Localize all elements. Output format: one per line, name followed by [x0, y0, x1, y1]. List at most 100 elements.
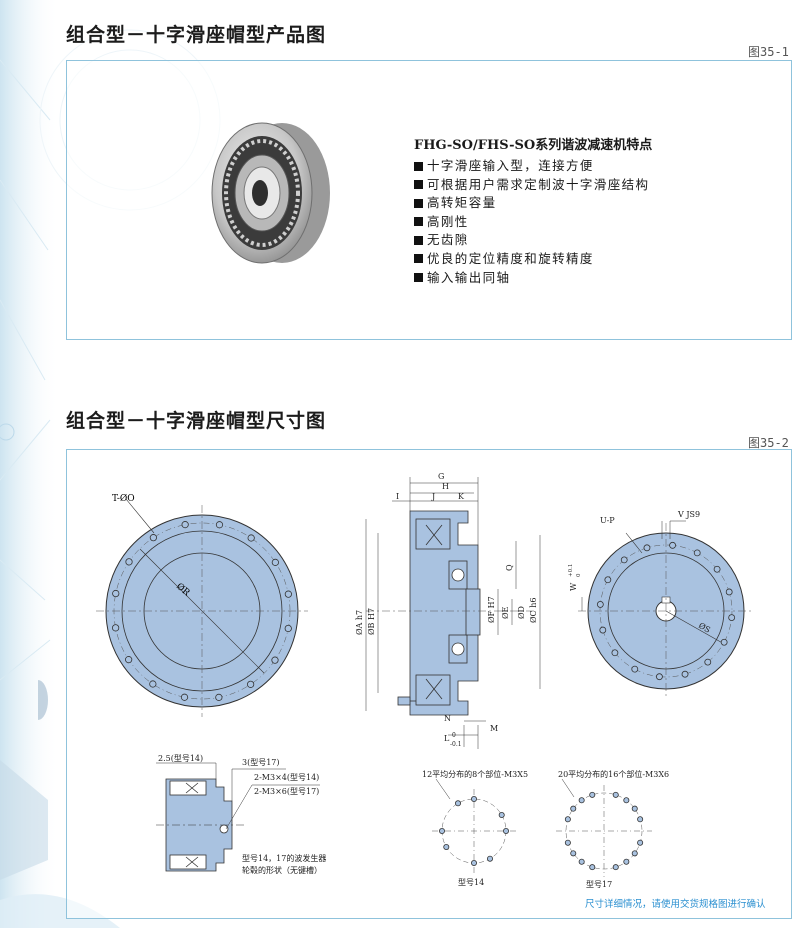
bolt-hole	[631, 805, 638, 812]
features-block: FHG-SO/FHS-SO系列谐波减速机特点 十字滑座输入型，连接方便 可根据用…	[414, 134, 744, 287]
features-list: 十字滑座输入型，连接方便 可根据用户需求定制波十字滑座结构 高转矩容量 高刚性 …	[414, 157, 744, 287]
features-title: FHG-SO/FHS-SO系列谐波减速机特点	[414, 138, 653, 153]
bolt-hole	[180, 693, 189, 701]
pattern-14-caption: 型号14	[458, 878, 484, 887]
bolt-hole	[112, 589, 120, 598]
bolt-hole	[693, 549, 701, 557]
bolt-hole	[720, 638, 728, 646]
feature-item: 十字滑座输入型，连接方便	[414, 157, 744, 176]
bolt-hole	[713, 565, 721, 573]
label-v: V JS9	[677, 510, 700, 519]
label-w-tol-top: +0.1	[568, 564, 574, 577]
bolt-hole	[486, 855, 493, 862]
feature-item: 可根据用户需求定制波十字滑座结构	[414, 176, 744, 195]
dimension-section-title: 组合型－十字滑座帽型尺寸图	[66, 410, 327, 432]
label-d: ØD	[517, 606, 526, 619]
bolt-hole	[564, 839, 571, 846]
label-g: G	[438, 472, 444, 481]
bolt-hole	[578, 858, 585, 865]
bolt-hole	[112, 624, 120, 632]
feature-item: 高转矩容量	[414, 194, 744, 213]
bolt-hole	[271, 558, 279, 566]
bolt-hole	[284, 624, 292, 633]
bolt-hole	[438, 827, 445, 834]
bolt-hole	[643, 544, 651, 552]
label-l-tol-top: 0	[452, 732, 456, 739]
label-j: J	[431, 492, 435, 501]
bolt-hole	[637, 816, 644, 823]
bolt-hole	[570, 850, 577, 857]
bolt-hole	[620, 556, 628, 564]
feature-item: 优良的定位精度和旋转精度	[414, 250, 744, 269]
label-n: N	[444, 714, 451, 723]
label-detail-14: 2.5(型号14)	[158, 754, 203, 763]
bolt-hole	[247, 680, 255, 688]
feature-item: 无齿隙	[414, 231, 744, 250]
bolt-hole	[578, 797, 585, 804]
dimension-drawing: T-ØO ØR G H I J K Ø	[96, 472, 754, 889]
bolt-hole	[215, 693, 223, 701]
bolt-hole	[725, 588, 733, 596]
bolt-hole	[498, 811, 505, 818]
bolt-hole	[149, 534, 157, 542]
hub-detail-view: 2.5(型号14) 3(型号17) 2-M3×4(型号14) 2-M3×6(型号…	[156, 754, 326, 875]
bolt-hole	[612, 791, 619, 798]
label-k: K	[458, 492, 465, 501]
label-a: ØA h7	[355, 610, 364, 635]
pattern-17-title: 20平均分布的16个部位-M3X6	[558, 769, 669, 779]
label-i: I	[396, 492, 399, 501]
bolt-hole	[215, 521, 224, 529]
bolt-hole	[470, 859, 477, 866]
label-m: M	[490, 724, 498, 733]
bolt-hole	[681, 670, 689, 678]
hole-pattern-17: 20平均分布的16个部位-M3X6 型号17	[556, 769, 669, 889]
bolt-hole	[623, 858, 630, 865]
bolt-hole	[470, 795, 477, 802]
bolt-hole	[589, 791, 596, 798]
label-w: W	[569, 582, 578, 591]
footnote: 尺寸详细情况，请使用交货规格图进行确认	[585, 899, 766, 910]
bolt-hole	[247, 534, 255, 542]
bolt-hole	[637, 839, 644, 846]
product-section-title: 组合型－十字滑座帽型产品图	[66, 24, 327, 46]
bolt-hole	[611, 649, 619, 657]
label-m3x6: 2-M3×6(型号17)	[254, 787, 319, 796]
bolt-hole	[599, 626, 607, 634]
label-h: H	[442, 482, 449, 491]
bolt-hole	[502, 827, 509, 834]
pattern-14-title: 12平均分布的8个部位-M3X5	[422, 769, 528, 779]
hub-note-line2: 轮毂的形状（无键槽）	[242, 865, 322, 875]
label-l-tol-bot: -0.1	[450, 741, 462, 748]
bolt-hole	[623, 797, 630, 804]
bolt-hole	[596, 601, 604, 608]
figure-label-35-1: 图35-1	[748, 45, 789, 59]
label-m3x4: 2-M3×4(型号14)	[254, 773, 319, 782]
bolt-hole	[612, 864, 619, 871]
bolt-hole	[604, 576, 612, 584]
feature-item: 高刚性	[414, 213, 744, 232]
side-view: G H I J K ØA h7 ØB H7 Q ØF H7 ØE ØD ØC h…	[355, 472, 541, 749]
bolt-hole	[704, 658, 712, 666]
product-panel	[66, 60, 792, 340]
hole-pattern-14: 12平均分布的8个部位-M3X5 型号14	[422, 769, 528, 887]
bolt-hole	[631, 665, 639, 673]
hub-note-line1: 型号14，17的波发生器	[242, 853, 326, 863]
bolt-hole	[564, 816, 571, 823]
reducer-product-image	[211, 122, 330, 264]
label-w-tol-bot: 0	[576, 573, 582, 577]
figure-label-35-2: 图35-2	[748, 436, 789, 450]
label-t-o: T-ØO	[112, 493, 135, 504]
label-f: ØF H7	[487, 596, 496, 623]
bolt-hole	[181, 521, 189, 529]
pattern-17-caption: 型号17	[586, 880, 612, 889]
bolt-hole	[589, 864, 596, 871]
label-c: ØC h6	[529, 598, 538, 623]
bolt-hole	[125, 558, 133, 566]
bolt-hole	[284, 590, 292, 598]
bolt-hole	[454, 800, 461, 807]
bolt-hole	[443, 843, 450, 850]
bolt-hole	[149, 680, 157, 688]
bolt-hole	[631, 850, 638, 857]
bolt-hole	[271, 656, 279, 664]
bolt-hole	[656, 673, 663, 681]
